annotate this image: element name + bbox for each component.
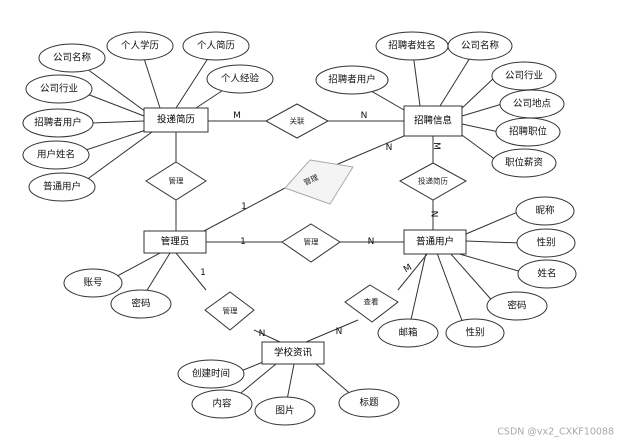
attr-news-title[interactable]: 标题: [338, 388, 400, 418]
watermark: CSDN @vx2_CXKF10088: [497, 427, 614, 438]
attr-resume-education[interactable]: 个人学历: [106, 31, 174, 61]
attr-recruit-recruiter-name[interactable]: 招聘者姓名: [375, 31, 449, 61]
attributes: 个人学历 个人简历 公司名称 个人经验 公司行业 招聘者用户 用户姓名 普通用: [22, 31, 577, 426]
svg-text:投递简历: 投递简历: [418, 176, 448, 186]
svg-text:招聘者用户: 招聘者用户: [34, 117, 82, 129]
card-admin-manage-user: 1: [240, 237, 246, 247]
svg-text:普通用户: 普通用户: [43, 181, 81, 193]
rel-manage-news[interactable]: 管理: [204, 291, 255, 331]
card-resume-link: M: [233, 111, 241, 121]
svg-text:管理: 管理: [169, 176, 184, 186]
attr-news-content[interactable]: 内容: [191, 389, 253, 419]
rel-manage-recruit[interactable]: 管理: [284, 159, 354, 205]
svg-text:管理员: 管理员: [161, 236, 190, 248]
attr-admin-account[interactable]: 账号: [63, 268, 123, 298]
card-manage-news-n: N: [259, 329, 266, 339]
svg-text:性别: 性别: [465, 327, 484, 339]
svg-text:公司行业: 公司行业: [40, 83, 78, 95]
svg-text:姓名: 姓名: [537, 268, 556, 280]
attr-resume-recruiter-user[interactable]: 招聘者用户: [22, 108, 94, 138]
svg-text:公司地点: 公司地点: [513, 98, 552, 110]
attr-recruit-salary[interactable]: 职位薪资: [491, 148, 557, 178]
svg-text:个人简历: 个人简历: [197, 40, 235, 52]
card-view-user: M: [402, 263, 414, 276]
card-link-recruit: N: [361, 111, 368, 121]
svg-text:招聘信息: 招聘信息: [414, 115, 452, 127]
svg-text:学校资讯: 学校资讯: [274, 347, 313, 359]
cardinalities: M N N 1 M N 1 N 1 N N M: [200, 111, 441, 339]
attr-resume-experience[interactable]: 个人经验: [206, 64, 274, 94]
svg-text:昵称: 昵称: [535, 205, 555, 217]
card-manage-admin: 1: [241, 202, 247, 212]
card-recruit-manage: N: [386, 143, 393, 153]
rel-link[interactable]: 关联: [264, 103, 330, 139]
attr-resume-resume[interactable]: 个人简历: [182, 31, 250, 61]
svg-text:个人学历: 个人学历: [121, 40, 159, 52]
attr-recruit-location[interactable]: 公司地点: [499, 89, 565, 119]
card-deliver-user: N: [431, 211, 441, 218]
svg-text:密码: 密码: [507, 300, 526, 312]
entity-user[interactable]: 普通用户: [403, 229, 467, 255]
attr-resume-normal-user[interactable]: 普通用户: [28, 172, 96, 202]
attr-user-gender-2[interactable]: 性别: [445, 318, 505, 348]
attr-recruit-recruiter-user[interactable]: 招聘者用户: [315, 65, 389, 95]
attr-admin-password[interactable]: 密码: [110, 289, 172, 319]
card-recruit-deliver: M: [431, 142, 441, 150]
entity-resume[interactable]: 投递简历: [143, 107, 209, 133]
entity-admin[interactable]: 管理员: [143, 230, 207, 254]
svg-text:公司行业: 公司行业: [505, 70, 543, 82]
attr-news-created-time[interactable]: 创建时间: [177, 359, 245, 389]
svg-text:投递简历: 投递简历: [157, 114, 195, 126]
svg-text:公司名称: 公司名称: [461, 40, 500, 52]
attr-user-name[interactable]: 姓名: [517, 259, 577, 289]
rel-manage-resume[interactable]: 管理: [145, 161, 207, 201]
svg-text:账号: 账号: [83, 278, 102, 289]
attr-user-email[interactable]: 邮箱: [377, 318, 439, 348]
rel-manage-user[interactable]: 管理: [281, 223, 341, 263]
attr-news-image[interactable]: 图片: [254, 396, 316, 426]
entities: 投递简历 招聘信息 管理员 普通用户 学校资讯: [143, 105, 467, 365]
svg-text:管理: 管理: [223, 306, 238, 316]
svg-text:招聘职位: 招聘职位: [509, 126, 548, 138]
attr-recruit-industry[interactable]: 公司行业: [491, 61, 557, 91]
attr-resume-user-name[interactable]: 用户姓名: [22, 140, 90, 170]
svg-text:用户姓名: 用户姓名: [37, 149, 75, 161]
svg-text:创建时间: 创建时间: [192, 368, 230, 380]
svg-text:关联: 关联: [290, 116, 305, 126]
attr-recruit-company-name[interactable]: 公司名称: [447, 31, 513, 61]
rel-view[interactable]: 查看: [344, 284, 399, 323]
card-admin-manage-news: 1: [200, 268, 206, 278]
attr-user-password[interactable]: 密码: [486, 291, 548, 321]
svg-text:查看: 查看: [364, 297, 379, 307]
entity-recruit[interactable]: 招聘信息: [403, 105, 463, 137]
svg-text:图片: 图片: [275, 405, 294, 417]
attr-user-gender[interactable]: 性别: [516, 228, 576, 258]
svg-text:管理: 管理: [304, 237, 319, 247]
svg-text:内容: 内容: [212, 398, 232, 410]
svg-text:招聘者用户: 招聘者用户: [328, 74, 376, 86]
rel-deliver-resume[interactable]: 投递简历: [398, 162, 468, 201]
attr-recruit-position[interactable]: 招聘职位: [495, 117, 561, 147]
attr-user-nickname[interactable]: 昵称: [515, 196, 575, 226]
svg-text:标题: 标题: [359, 397, 379, 409]
svg-text:公司名称: 公司名称: [53, 52, 92, 64]
svg-text:普通用户: 普通用户: [416, 236, 454, 248]
svg-text:个人经验: 个人经验: [221, 73, 260, 85]
svg-text:邮箱: 邮箱: [398, 327, 417, 339]
card-manage-user-n: N: [368, 237, 375, 247]
entity-news[interactable]: 学校资讯: [261, 341, 325, 365]
svg-text:职位薪资: 职位薪资: [505, 157, 544, 169]
attr-resume-industry[interactable]: 公司行业: [25, 74, 93, 104]
svg-text:招聘者姓名: 招聘者姓名: [388, 40, 436, 52]
svg-text:性别: 性别: [536, 237, 555, 249]
relationships: 关联 管理 管理 投递简历 管理 管理 查看: [145, 103, 468, 331]
svg-text:密码: 密码: [131, 298, 150, 310]
attr-resume-company-name[interactable]: 公司名称: [38, 43, 106, 73]
card-news-view: N: [336, 327, 343, 337]
